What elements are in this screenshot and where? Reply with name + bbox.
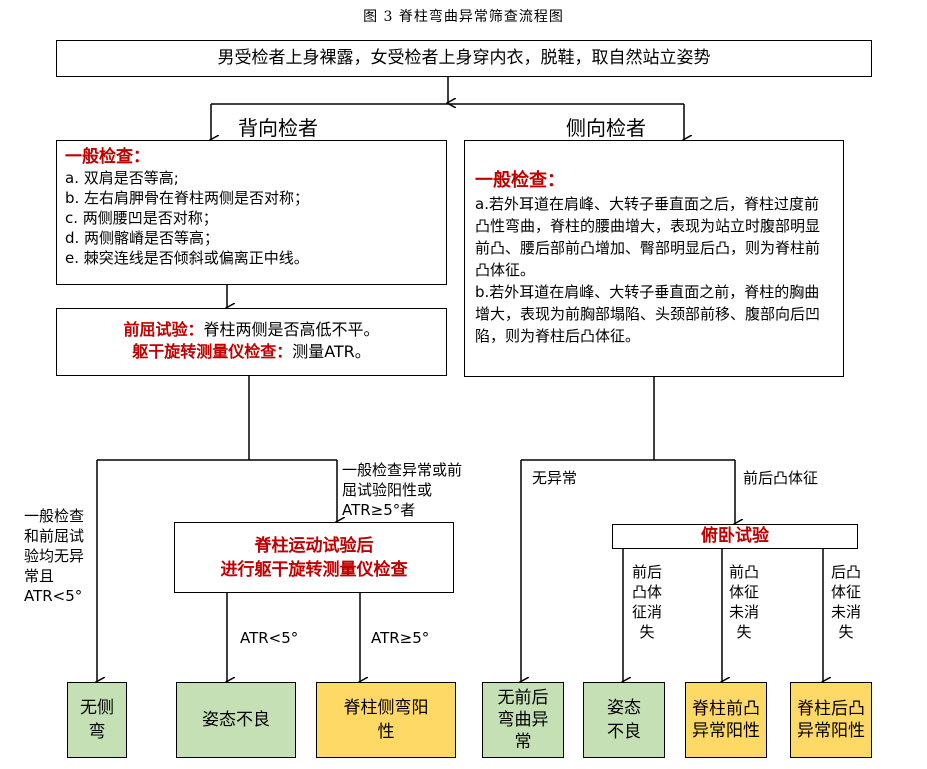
back-item-b: b. 左右肩胛骨在脊柱两侧是否对称；	[65, 189, 310, 207]
result-poor-posture-2: 姿态不良	[583, 682, 665, 758]
motion-test-line2: 进行躯干旋转测量仪检查	[220, 560, 408, 580]
back-general-title: 一般检查：	[65, 147, 150, 167]
forward-bend-text: 脊柱两侧是否高低不平。	[203, 320, 380, 339]
sub-label-kyphosis-persists: 后凸体征未消失	[830, 563, 861, 641]
back-item-c: c. 两侧腰凹是否对称；	[65, 209, 218, 227]
atr-title: 躯干旋转测量仪检查：	[132, 342, 293, 361]
result-scoliosis-positive: 脊柱侧弯阳性	[316, 682, 456, 758]
atr-less-than-5-label: ATR<5°	[240, 629, 299, 647]
forward-bend-title: 前屈试验：	[123, 320, 204, 339]
side-general-title: 一般检查：	[475, 170, 565, 191]
sub-label-signs-disappear: 前后凸体征消失	[631, 563, 662, 641]
forward-bend-box: 前屈试验：脊柱两侧是否高低不平。 躯干旋转测量仪检查：测量ATR。	[56, 308, 447, 376]
atr-text: 测量ATR。	[292, 342, 371, 361]
back-item-a: a. 双肩是否等高;	[65, 169, 179, 187]
side-text-a: a.若外耳道在肩峰、大转子垂直面之后，脊柱过度前凸性弯曲，脊柱的腰曲增大，表现为…	[475, 195, 821, 279]
side-view-label: 侧向检者	[566, 116, 646, 140]
sub-label-lordosis-persists: 前凸体征未消失	[728, 563, 759, 641]
atr-at-least-5-label: ATR≥5°	[371, 629, 430, 647]
motion-test-line1: 脊柱运动试验后	[254, 536, 374, 556]
back-view-label: 背向检者	[238, 116, 318, 140]
side-text-b: b.若外耳道在肩峰、大转子垂直面之前，脊柱的胸曲增大，表现为前胸部塌陷、头颈部前…	[475, 283, 821, 345]
motion-test-box: 脊柱运动试验后 进行躯干旋转测量仪检查	[174, 522, 454, 593]
side-general-exam-box: 一般检查： a.若外耳道在肩峰、大转子垂直面之后，脊柱过度前凸性弯曲，脊柱的腰曲…	[464, 140, 844, 377]
result-lordosis-positive: 脊柱前凸异常阳性	[685, 682, 767, 758]
side-no-abnormal-label: 无异常	[532, 469, 578, 487]
prone-test-box: 俯卧试验	[612, 524, 858, 549]
top-instruction-box: 男受检者上身裸露，女受检者上身穿内衣，脱鞋，取自然站立姿势	[56, 40, 872, 77]
no-abnormal-condition-label: 一般检查和前屈试验均无异常且ATR<5°	[24, 507, 85, 605]
figure-title: 图 3 脊柱弯曲异常筛查流程图	[363, 9, 564, 25]
kyphosis-sign-label: 前后凸体征	[743, 469, 819, 487]
result-kyphosis-positive: 脊柱后凸异常阳性	[790, 682, 872, 758]
result-no-scoliosis: 无侧弯	[67, 682, 127, 758]
result-poor-posture: 姿态不良	[176, 682, 296, 758]
result-no-kyphosis: 无前后弯曲异常	[482, 682, 564, 758]
abnormal-condition-label: 一般检查异常或前屈试验阳性或ATR≥5°者	[342, 461, 463, 519]
back-general-exam-box: 一般检查： a. 双肩是否等高; b. 左右肩胛骨在脊柱两侧是否对称； c. 两…	[56, 140, 447, 285]
back-item-d: d. 两侧髂嵴是否等高；	[65, 229, 220, 247]
back-item-e: e. 棘突连线是否倾斜或偏离正中线。	[65, 249, 309, 267]
